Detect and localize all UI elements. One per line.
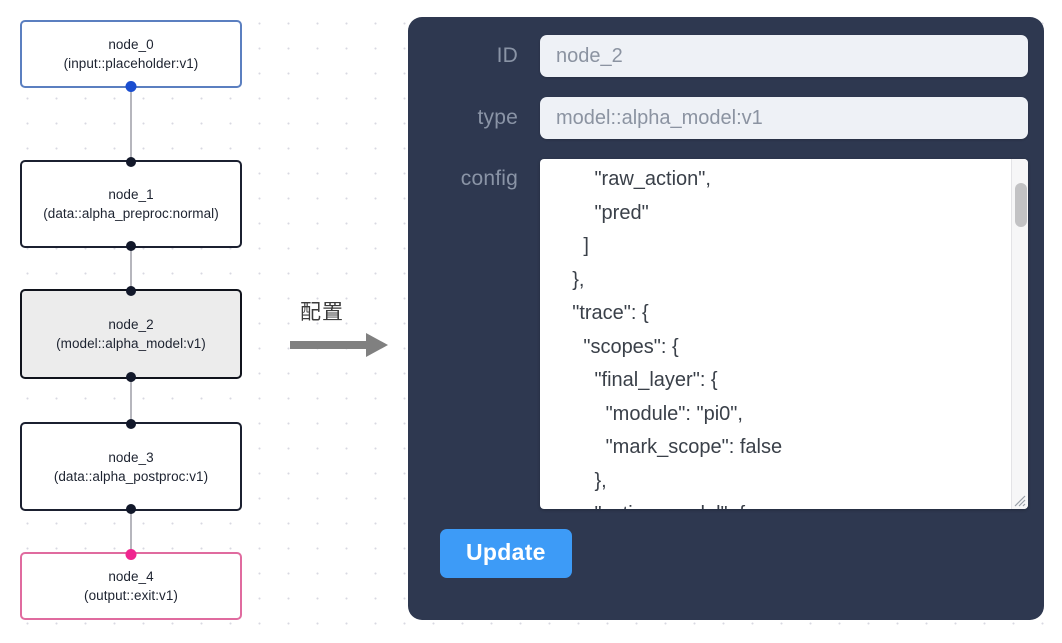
field-row-id: ID (424, 35, 1028, 77)
arrow-right-icon (290, 333, 388, 357)
transition-arrow-group: 配置 (288, 296, 396, 364)
flow-node-subtitle: (input::placeholder:v1) (63, 56, 199, 71)
flow-node-subtitle: (model::alpha_model:v1) (56, 336, 206, 351)
flow-node-title: node_4 (108, 569, 154, 584)
field-row-type: type (424, 97, 1028, 139)
flow-node-subtitle: (data::alpha_preproc:normal) (43, 206, 219, 221)
flow-node-title: node_2 (108, 317, 154, 332)
flow-node-node_2[interactable]: node_2 (model::alpha_model:v1) (20, 286, 242, 382)
flow-node-node_1[interactable]: node_1 (data::alpha_preproc:normal) (20, 157, 242, 251)
edge-node1-node2 (130, 248, 132, 289)
node-handle-target[interactable] (126, 157, 136, 167)
arrow-label: 配置 (300, 300, 344, 324)
edge-node3-node4 (130, 511, 132, 552)
node-handle-source[interactable] (126, 504, 136, 514)
flow-node-node_4[interactable]: node_4 (output::exit:v1) (20, 548, 242, 620)
type-input[interactable] (540, 97, 1028, 139)
node-handle-source[interactable] (125, 80, 137, 92)
id-input[interactable] (540, 35, 1028, 77)
node-handle-source[interactable] (126, 241, 136, 251)
flow-node-subtitle: (output::exit:v1) (84, 588, 178, 603)
node-handle-target[interactable] (126, 286, 136, 296)
field-row-config: config (424, 159, 1028, 509)
flow-node-title: node_0 (108, 37, 154, 52)
flow-canvas[interactable]: node_0 (input::placeholder:v1) node_1 (d… (0, 0, 396, 643)
node-handle-target[interactable] (126, 419, 136, 429)
config-scrollbar-thumb[interactable] (1015, 183, 1027, 227)
node-handle-source[interactable] (126, 372, 136, 382)
flow-node-node_3[interactable]: node_3 (data::alpha_postproc:v1) (20, 419, 242, 514)
config-scrollbar[interactable] (1011, 159, 1028, 509)
config-textarea-wrapper (540, 159, 1028, 509)
update-button[interactable]: Update (440, 529, 572, 578)
flow-node-subtitle: (data::alpha_postproc:v1) (53, 468, 209, 484)
config-field-label: config (460, 167, 518, 190)
flow-node-title: node_1 (108, 187, 154, 202)
type-field-label: type (477, 106, 518, 129)
id-field-label: ID (496, 44, 518, 67)
flow-node-node_0[interactable]: node_0 (input::placeholder:v1) (20, 20, 242, 92)
flow-node-title: node_3 (108, 449, 154, 465)
edge-node2-node3 (130, 379, 132, 422)
node-config-panel: ID type config Update (408, 17, 1044, 620)
edge-node0-node1 (130, 88, 132, 160)
config-textarea[interactable] (540, 159, 1028, 509)
node-handle-target[interactable] (125, 548, 137, 560)
resize-grip-icon[interactable] (1011, 492, 1027, 508)
